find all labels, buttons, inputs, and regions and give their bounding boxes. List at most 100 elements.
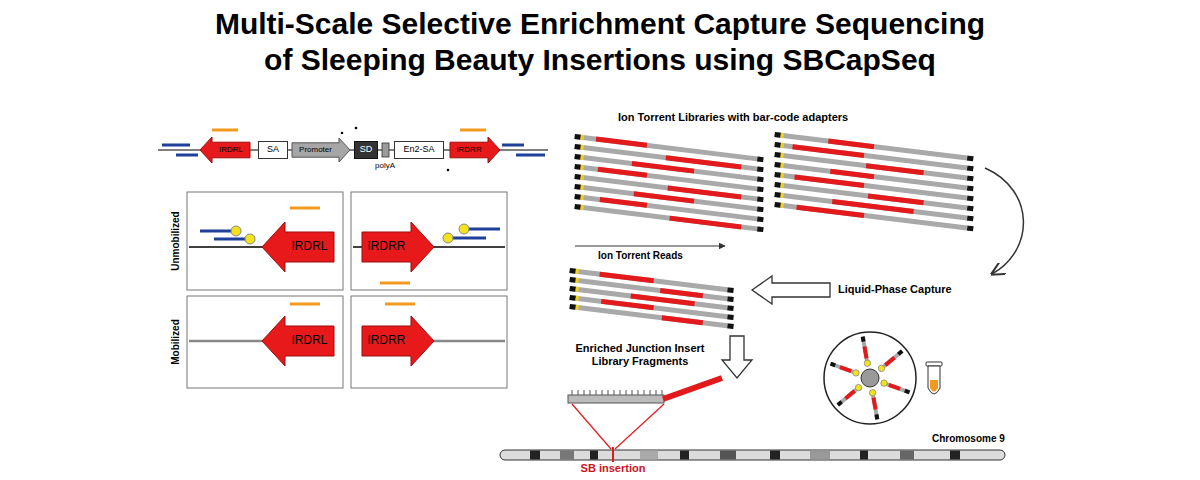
library-fragment (967, 166, 974, 172)
capture-probe (502, 144, 524, 147)
step-label: Enriched Junction Insert Library Fragmen… (560, 342, 720, 368)
library-fragment (727, 305, 734, 311)
library-fragment (575, 305, 579, 310)
library-fragment (774, 162, 781, 168)
chromosome-label: Chromosome 9 (932, 433, 1005, 445)
aligned-read (644, 390, 645, 395)
library-fragment (774, 192, 781, 198)
aligned-read (608, 390, 609, 395)
construct-backbone (355, 127, 358, 130)
library-fragment (574, 184, 581, 190)
library-fragment (580, 195, 584, 200)
capture-bead-inset (853, 370, 859, 376)
capture-probe (176, 154, 198, 157)
library-fragment (727, 323, 734, 329)
capture-bead-inset (874, 414, 879, 419)
capture-probe (380, 282, 410, 285)
library-fragment (757, 196, 764, 202)
panel-frame (187, 192, 343, 290)
inverted-repeat-arrow: IRDRR (450, 137, 500, 163)
library-fragment (967, 206, 974, 212)
library-fragment (574, 144, 581, 150)
library-fragment (757, 206, 764, 212)
aligned-read (572, 390, 662, 395)
library-fragment (967, 226, 974, 232)
library-fragment (633, 191, 694, 203)
aligned-read (572, 404, 611, 449)
element-label: polyA (375, 161, 395, 171)
construct-backbone (158, 127, 548, 172)
library-fragment (580, 135, 584, 140)
element-label: IRDRR (368, 240, 406, 253)
splice-acceptor-box-outline (259, 142, 288, 159)
library-fragment (774, 172, 781, 178)
element-label: SA (267, 145, 279, 155)
library-fragment (596, 137, 648, 148)
chromosome-ideogram (770, 451, 780, 460)
element-label: En2-SA (403, 145, 434, 155)
inverted-repeat-arrow-outline (450, 137, 500, 163)
capture-bead-inset (824, 332, 916, 424)
inverted-repeat-arrow: IRDRR (362, 222, 434, 272)
library-fragment (774, 202, 781, 208)
splice-donor-box: SD (354, 141, 378, 159)
library-fragment (774, 152, 781, 158)
inverted-repeat-arrow-outline (200, 137, 250, 163)
library-fragment (574, 194, 581, 200)
process-arrow (752, 276, 830, 304)
library-fragment (967, 176, 974, 182)
process-arrow (722, 336, 752, 378)
library-fragment (727, 296, 734, 302)
row-label: Mobilized (170, 319, 182, 365)
library-fragment (780, 193, 784, 198)
biotin-bead (245, 234, 255, 244)
biotin-bead (231, 226, 241, 236)
aligned-read (584, 390, 585, 395)
aligned-read (614, 390, 615, 395)
chromosome-ideogram (500, 450, 1005, 460)
aligned-read (568, 395, 664, 403)
process-arrow (985, 168, 1023, 274)
genomic-dna-line (430, 340, 505, 343)
capture-probe (290, 303, 320, 306)
capture-bead-inset (838, 402, 842, 405)
chromosome-ideogram (640, 451, 658, 460)
row-label: Unmobilized (170, 211, 182, 270)
aligned-read (572, 390, 573, 395)
chromosome-ideogram (612, 447, 614, 462)
capture-bead-inset (881, 380, 887, 386)
library-fragment (575, 278, 579, 283)
library-fragment (574, 174, 581, 180)
library-fragment (598, 167, 648, 178)
step-label: Ion Torrent Libraries with bar-code adap… (618, 111, 848, 124)
capture-bead-inset (889, 385, 900, 389)
aligned-read (568, 378, 722, 449)
capture-bead-inset (905, 391, 910, 393)
aligned-read (638, 390, 639, 395)
inverted-repeat-arrow-outline (362, 316, 434, 366)
promoter-arrow-outline (292, 138, 350, 162)
aligned-read (626, 390, 627, 395)
construct-backbone (341, 132, 344, 135)
library-fragment (780, 133, 784, 138)
element-label: IRDRL (219, 146, 243, 155)
capture-bead-inset (831, 337, 910, 420)
genomic-dna-line (189, 246, 264, 248)
library-fragment (774, 202, 973, 231)
aligned-read (590, 390, 591, 395)
chromosome-ideogram (900, 451, 914, 460)
library-fragment (569, 304, 576, 310)
chromosome-ideogram (590, 451, 598, 460)
capture-probe (448, 237, 486, 240)
library-fragment (830, 169, 874, 179)
library-fragment (574, 154, 581, 160)
capture-bead-inset (840, 367, 851, 371)
capture-bead-inset (864, 360, 870, 366)
step-label: Ion Torrent Reads (598, 250, 683, 262)
capture-bead-inset (855, 384, 861, 390)
aligned-read (578, 390, 579, 395)
biotin-bead (443, 233, 453, 243)
capture-bead-inset (878, 365, 884, 371)
library-fragment (599, 272, 654, 284)
library-fragment (727, 287, 734, 293)
